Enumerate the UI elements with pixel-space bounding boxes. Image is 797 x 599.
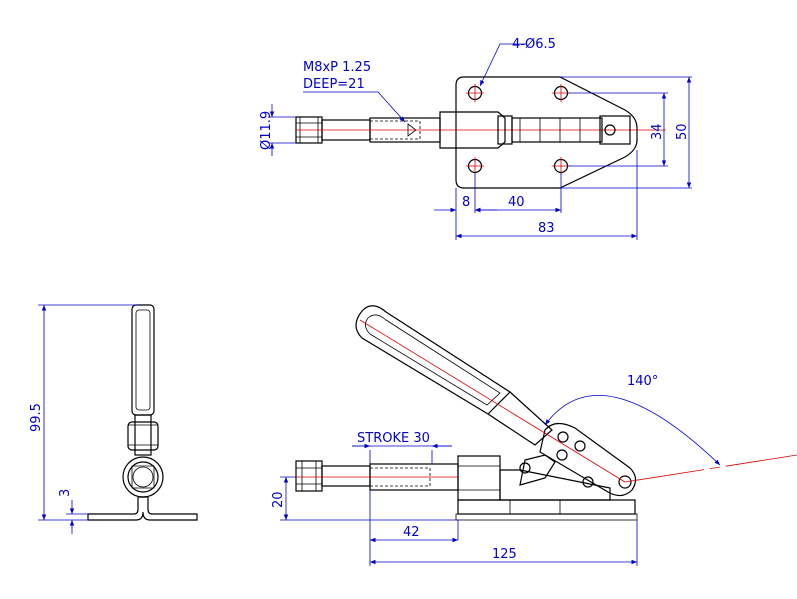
mounting-holes <box>467 85 569 174</box>
label-edge-offset: 8 <box>462 195 470 210</box>
hole-center-marks <box>466 84 570 175</box>
label-hole-spacing-vertical: 34 <box>650 123 665 140</box>
label-overall-height: 99.5 <box>29 403 44 432</box>
label-thread-line2: DEEP=21 <box>303 77 365 92</box>
top-plunger <box>295 116 666 144</box>
label-base-length: 83 <box>538 221 555 236</box>
side-plunger-outer <box>122 456 164 498</box>
handle-centerline <box>359 319 626 483</box>
front-handle <box>355 305 511 415</box>
side-view: 99.5 3 <box>29 304 198 534</box>
label-hole-spacing-horizontal: 40 <box>508 195 525 210</box>
side-handle <box>131 304 155 416</box>
side-base <box>87 496 198 521</box>
label-base-width: 50 <box>675 123 690 140</box>
front-body-block <box>457 455 501 501</box>
label-thread-line1: M8xP 1.25 <box>303 60 371 75</box>
front-view: 140° STROKE 30 20 42 125 <box>271 305 797 566</box>
label-shaft-diameter: Ø11.9 <box>259 111 274 150</box>
label-height: 20 <box>271 491 286 508</box>
front-base <box>457 499 636 515</box>
label-offset: 42 <box>403 525 420 540</box>
label-base-thickness: 3 <box>58 489 73 497</box>
top-linkage <box>439 111 631 149</box>
label-stroke: STROKE 30 <box>357 431 430 446</box>
label-overall-length: 125 <box>492 547 517 562</box>
top-view: 4-Ø6.5 M8xP 1.25 DEEP=21 Ø11.9 34 50 8 4… <box>259 37 692 240</box>
label-hole-callout: 4-Ø6.5 <box>512 37 556 52</box>
label-angle: 140° <box>627 374 658 389</box>
front-plunger <box>295 460 459 492</box>
top-base-plate <box>455 76 638 189</box>
